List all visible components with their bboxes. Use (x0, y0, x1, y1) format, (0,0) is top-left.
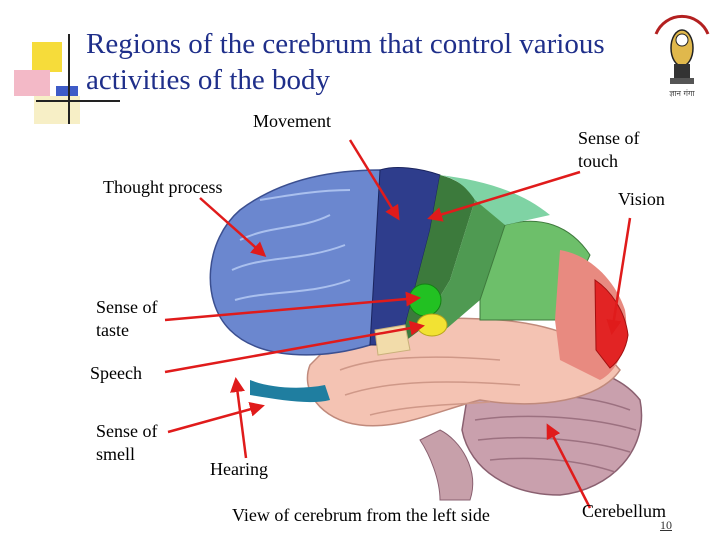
arrow-vision (606, 217, 632, 335)
figure-caption: View of cerebrum from the left side (232, 505, 490, 525)
arrow-hearing (230, 377, 248, 459)
brainstem-region (419, 429, 474, 501)
label-touch-line1: Sense of (578, 128, 640, 148)
label-taste-line1: Sense of (96, 297, 158, 317)
arrow-smell (167, 401, 265, 434)
taste-region (408, 283, 442, 317)
arrow-speech (164, 320, 425, 374)
arrow-touch (427, 170, 581, 222)
orbital-region (250, 380, 330, 403)
label-speech: Speech (90, 363, 142, 383)
label-touch-line2: touch (578, 151, 618, 171)
logo: ज्ञान गंगा (650, 6, 714, 102)
label-movement: Movement (253, 111, 331, 131)
arrow-cerebellum (546, 423, 592, 509)
arrow-movement (348, 139, 400, 221)
association-region (440, 175, 550, 225)
logo-text: ज्ञान गंगा (669, 89, 695, 98)
decor-hline (36, 100, 120, 102)
arrow-taste (164, 291, 421, 322)
logo-emblem-icon (654, 14, 710, 84)
decor-vline (68, 34, 70, 124)
frontal-region (209, 169, 401, 356)
label-smell-line1: Sense of (96, 421, 158, 441)
page-number: 10 (660, 518, 672, 532)
label-vision: Vision (618, 189, 665, 209)
decor-square-yellow (32, 42, 62, 72)
label-taste-line2: taste (96, 320, 129, 340)
slide-title: Regions of the cerebrum that control var… (86, 28, 605, 96)
label-smell-line2: smell (96, 444, 135, 464)
decor-square-pink (14, 70, 50, 96)
label-hearing: Hearing (210, 459, 268, 479)
label-thought-process: Thought process (103, 177, 223, 197)
arrow-thought (199, 197, 267, 257)
label-cerebellum: Cerebellum (582, 501, 666, 521)
